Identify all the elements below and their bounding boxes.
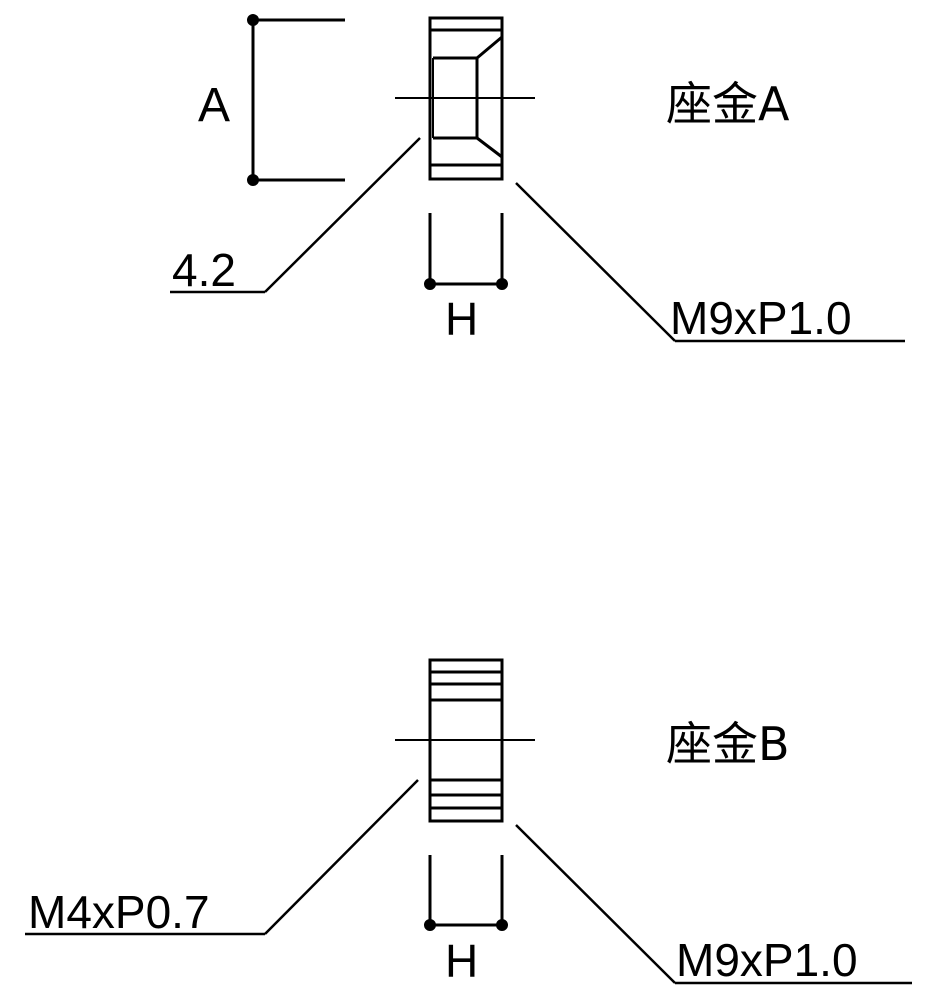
washer-b-dimension-h (424, 855, 508, 931)
washer-a-dimension-a (247, 14, 345, 186)
washer-b-title: 座金B (666, 717, 790, 771)
washer-a-body (428, 16, 504, 181)
washer-a-thread-dim-label: M9xP1.0 (670, 292, 852, 344)
washer-b-dim-h-label: H (445, 935, 478, 987)
washer-b-thread-dim-label: M9xP1.0 (676, 934, 858, 986)
washer-b-group (25, 658, 912, 985)
washer-a-group (170, 14, 905, 343)
washer-a-dim-a-label: A (198, 79, 230, 132)
washer-a-dimension-h (424, 213, 508, 290)
washer-b-hole-dim-label: M4xP0.7 (28, 886, 210, 938)
washer-a-thread-leader (515, 182, 905, 343)
washer-a-hole-dim-label: 4.2 (172, 244, 236, 296)
washer-b-thread-leader (515, 824, 912, 985)
washer-b-hole-leader (25, 779, 419, 936)
washer-a-hole-leader (170, 137, 421, 294)
washer-a-title: 座金A (666, 77, 790, 131)
washer-a-dim-h-label: H (445, 293, 478, 345)
